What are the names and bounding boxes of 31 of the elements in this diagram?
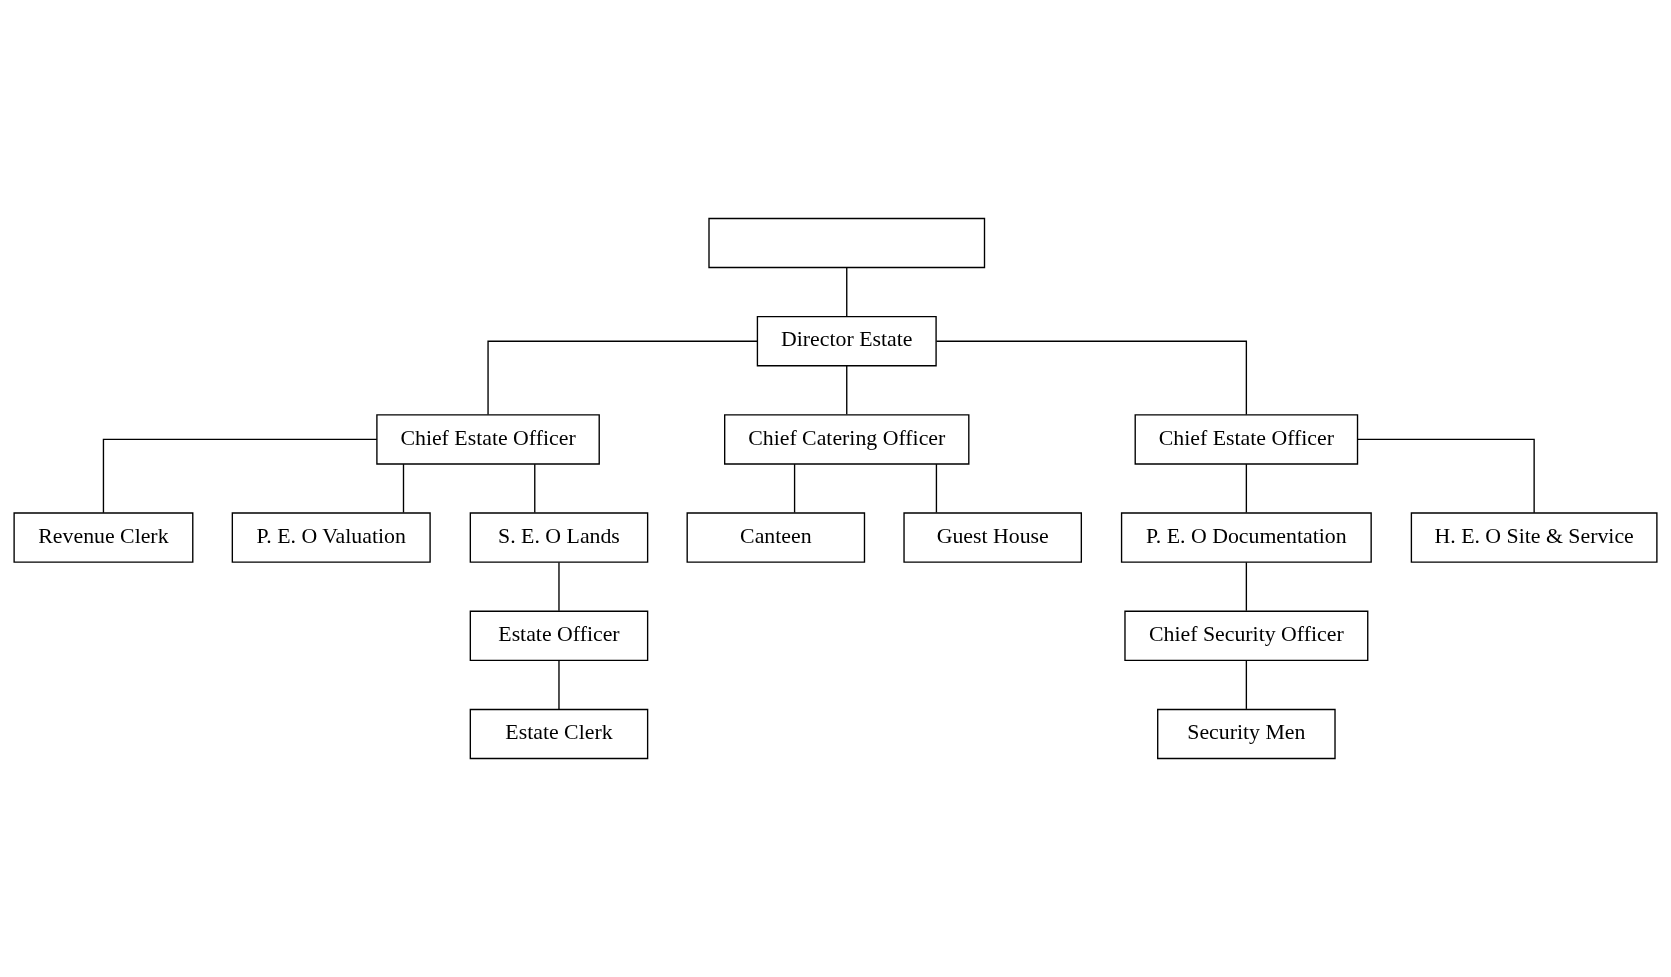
node-box: Security Men xyxy=(1157,708,1336,760)
node-box: S. E. O Lands xyxy=(469,512,649,563)
node-box: Chief Catering Officer xyxy=(724,414,970,465)
connector xyxy=(793,463,796,514)
connector xyxy=(534,463,536,514)
node-box: Chief Security Officer xyxy=(1124,610,1369,662)
node-box: Estate Clerk xyxy=(469,708,649,760)
connector xyxy=(102,438,378,514)
node-box: Canteen xyxy=(686,512,866,563)
node-box: P. E. O Documentation xyxy=(1120,512,1372,563)
node-box: Guest House xyxy=(903,512,1082,563)
node-box: Director Estate xyxy=(756,315,937,367)
connector xyxy=(1356,438,1535,514)
node-box xyxy=(708,217,986,269)
connector xyxy=(1245,561,1248,612)
connector xyxy=(935,340,1248,416)
connector xyxy=(935,463,938,514)
connector xyxy=(402,463,405,514)
node-box: H. E. O Site & Service xyxy=(1410,512,1658,563)
connector xyxy=(558,659,560,710)
node-box: Chief Estate Officer xyxy=(1134,414,1359,465)
node-box: Chief Estate Officer xyxy=(376,414,600,465)
connector xyxy=(487,340,758,416)
connector xyxy=(558,561,560,612)
node-box: Estate Officer xyxy=(469,610,649,662)
connector xyxy=(1245,463,1248,514)
node-box: P. E. O Valuation xyxy=(231,512,431,563)
connector xyxy=(846,365,848,415)
connector xyxy=(846,267,848,317)
connector xyxy=(1245,659,1248,710)
node-box: Revenue Clerk xyxy=(13,512,194,563)
